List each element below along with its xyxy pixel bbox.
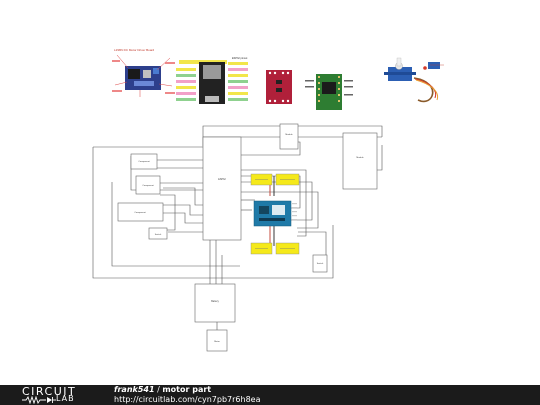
top-module[interactable]: Module [279,123,299,150]
esp32-caption: ESP32 pinout [232,57,248,60]
logo-wordmark-bottom: LAB [56,394,75,403]
esp32-pinout-image: ESP32 pinout [176,57,248,104]
small-switch-left[interactable]: Switch [148,227,168,240]
right-module[interactable]: Module [342,132,378,190]
circuit-meta: frank541 / motor part http://circuitlab.… [114,385,261,404]
left-component-2[interactable]: Component [135,175,161,195]
small-switch-left-label: Switch [155,233,162,236]
left-component-1[interactable]: Component [130,153,158,170]
small-switch-right-label: Switch [317,262,324,265]
left-component-2-label: Component [142,184,154,187]
servo-motor-image [384,57,444,103]
circuit-url[interactable]: http://circuitlab.com/cyn7pb7r6h8ea [114,394,261,404]
waveform-icon [22,396,56,404]
yellow-component-bottom-left[interactable] [250,242,273,255]
circuitlab-logo[interactable]: CIRCUIT LAB [22,386,94,404]
level-shifter-image [266,70,292,104]
right-module-label: Module [356,157,364,159]
center-chip[interactable]: ESP32 [202,136,242,241]
yellow-component-bottom-right[interactable] [275,242,300,255]
motor-box-label: Motor [214,340,220,343]
stepper-driver-image [305,74,353,110]
footer-bar: CIRCUIT LAB frank541 / motor part http:/… [0,385,540,405]
left-component-1-label: Component [138,160,150,163]
schematic-canvas[interactable]: L298N DC Motor Driver Board ESP [0,0,540,385]
yellow-component-top-left[interactable] [250,173,273,186]
motor-driver-board-image: L298N DC Motor Driver Board [112,48,175,97]
circuit-title[interactable]: motor part [162,385,212,394]
battery-box-label: Battery [211,300,219,303]
left-component-3[interactable]: Component [117,202,164,222]
top-module-label: Module [285,134,293,136]
center-chip-label: ESP32 [218,178,226,181]
yellow-component-top-right[interactable] [275,173,300,186]
author-link[interactable]: frank541 [114,385,155,394]
title-separator: / [154,385,163,394]
logo-wordmark-top: CIRCUIT [22,385,77,398]
motor-box[interactable]: Motor [206,329,228,352]
motor-driver-module[interactable] [253,200,297,227]
motor-board-caption: L298N DC Motor Driver Board [114,48,155,52]
left-component-3-label: Component [134,211,146,214]
small-switch-right[interactable]: Switch [312,254,328,273]
battery-box[interactable]: Battery [194,283,236,323]
